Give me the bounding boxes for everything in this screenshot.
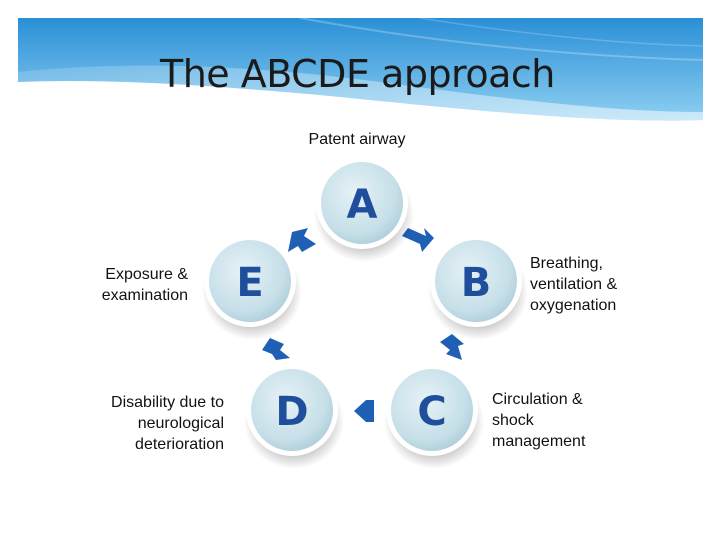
step-e-circle: E: [202, 235, 302, 340]
step-b-circle: B: [428, 235, 528, 340]
arrow-d-to-e: [262, 338, 290, 360]
step-b-label-line: Breathing,: [530, 255, 603, 272]
step-b-label-line: ventilation &: [530, 276, 618, 293]
arrow-b-to-c: [440, 334, 464, 360]
step-e-label-line: examination: [101, 287, 188, 304]
step-a-circle: A: [314, 157, 414, 262]
step-a-label-line: Patent airway: [308, 131, 406, 148]
step-c-letter: C: [417, 389, 446, 435]
step-d-label-line: deterioration: [135, 436, 224, 453]
step-a-letter: A: [347, 182, 378, 228]
arrow-c-to-d: [354, 400, 374, 422]
step-d-label-line: neurological: [137, 415, 224, 432]
step-d-letter: D: [275, 389, 308, 435]
slide-title: The ABCDE approach: [160, 52, 555, 96]
step-d-circle: D: [244, 364, 344, 469]
header-banner: [0, 0, 720, 130]
step-b-label-line: oxygenation: [530, 297, 617, 314]
step-c-label-line: Circulation &: [492, 391, 583, 408]
step-c-label-line: shock: [492, 412, 534, 429]
step-c-label-line: management: [492, 433, 586, 450]
step-c-circle: C: [384, 364, 484, 469]
banner-wave: [18, 17, 704, 121]
step-e-label: Exposure & examination: [66, 264, 188, 306]
step-e-letter: E: [236, 260, 263, 306]
step-d-label-line: Disability due to: [111, 394, 224, 411]
arrow-a-to-b: [402, 228, 434, 252]
step-d-label: Disability due to neurological deteriora…: [74, 392, 224, 455]
step-c-label: Circulation & shock management: [492, 389, 622, 452]
step-b-label: Breathing, ventilation & oxygenation: [530, 253, 650, 316]
step-e-label-line: Exposure &: [105, 266, 188, 283]
arrow-e-to-a: [288, 228, 316, 252]
step-b-letter: B: [461, 260, 492, 306]
step-a-label: Patent airway: [292, 129, 422, 150]
